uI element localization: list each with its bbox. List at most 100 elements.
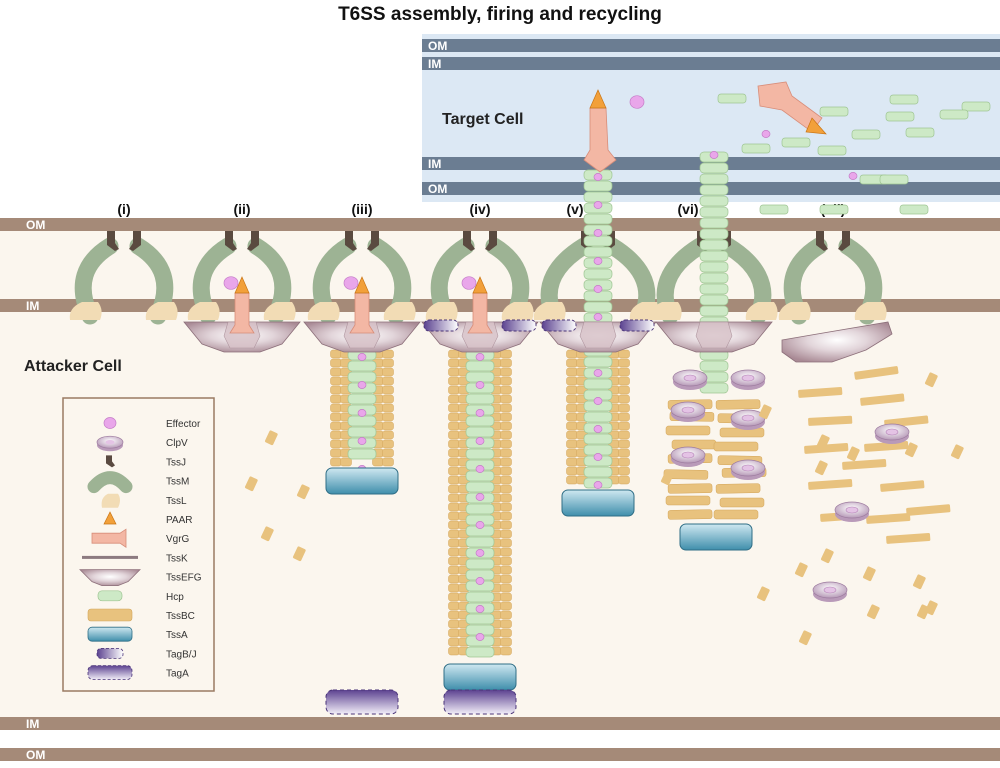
tssbc-fragment: [264, 430, 278, 446]
tagbj-icon: [501, 319, 537, 332]
tssbc-fragment: [660, 470, 674, 486]
tssbc-icon: [618, 439, 630, 449]
stage-6-disassembly: [649, 81, 991, 551]
legend-item-tssk: TssK: [82, 553, 188, 564]
tssbc-icon: [448, 583, 460, 593]
stage-label-4: (iv): [470, 201, 491, 217]
effector-icon: [357, 353, 367, 361]
tssbc-icon: [665, 425, 711, 436]
tssbc-icon: [330, 439, 342, 449]
tssl-icon: [501, 302, 534, 320]
effector-icon: [223, 276, 239, 290]
hcp-icon: [465, 393, 495, 405]
tssbc-icon: [330, 349, 342, 359]
stage-labels: (i) (ii) (iii) (iv) (v) (vi) (vii): [117, 201, 845, 217]
tssbc-icon: [665, 495, 711, 506]
tssbc-icon: [566, 457, 578, 467]
hcp-icon: [465, 536, 495, 548]
tssbc-fragment: [860, 393, 905, 406]
legend-box: [62, 397, 215, 692]
taga-icon: [87, 665, 133, 680]
hcp-icon: [781, 137, 811, 148]
tssbc-icon: [448, 547, 460, 557]
hcp-icon: [699, 184, 729, 196]
hcp-icon: [465, 503, 495, 515]
tssbc-icon: [448, 538, 460, 548]
effector-icon: [475, 409, 485, 417]
tssbc-icon: [448, 367, 460, 377]
hcp-icon: [347, 415, 377, 427]
hcp-icon: [851, 129, 881, 140]
tssj-icon: [129, 231, 141, 251]
bottom-om-label: OM: [26, 748, 45, 762]
tssbc-icon: [372, 457, 384, 467]
hcp-icon: [465, 426, 495, 438]
legend-label: TssM: [166, 477, 189, 488]
tssbc-fragment: [296, 484, 310, 500]
tssbc-icon: [500, 538, 512, 548]
effector-icon: [593, 313, 603, 321]
secretion-systems: [69, 81, 991, 715]
tssbc-icon: [713, 441, 759, 452]
hcp-icon: [905, 127, 935, 138]
tssbc-icon: [330, 403, 342, 413]
tssbc-icon: [500, 448, 512, 458]
tssbc-icon: [566, 376, 578, 386]
legend-item-tagb-j: TagB/J: [96, 648, 197, 660]
tssj-icon: [367, 231, 379, 251]
paar-icon: [589, 89, 607, 109]
hcp-icon: [759, 204, 789, 215]
legend-label: TagA: [166, 669, 189, 680]
tssbc-icon: [500, 403, 512, 413]
hcp-icon: [699, 162, 729, 174]
tssbc-icon: [382, 430, 394, 440]
hcp-icon: [583, 213, 613, 225]
effector-icon: [343, 276, 359, 290]
tssa-icon: [87, 626, 133, 642]
tssbc-icon: [448, 502, 460, 512]
effector-icon: [593, 201, 603, 209]
legend-label: TssA: [166, 630, 188, 641]
clpv-icon: [741, 464, 755, 472]
hcp-icon: [741, 143, 771, 154]
legend-label: TssK: [166, 553, 188, 564]
tssbc-icon: [448, 376, 460, 386]
tssbc-fragment: [808, 479, 853, 490]
legend-item-paar: PAAR: [103, 511, 193, 526]
hcp-icon: [583, 180, 613, 192]
legend-item-tssa: TssA: [87, 626, 188, 642]
tssbc-icon: [618, 466, 630, 476]
tssbc-fragment: [866, 604, 880, 620]
tssbc-icon: [500, 601, 512, 611]
effector-icon: [475, 437, 485, 445]
tssbc-icon: [566, 439, 578, 449]
tssbc-fragment: [820, 548, 834, 564]
tssbc-fragment: [260, 526, 274, 542]
hcp-icon: [699, 217, 729, 229]
tssbc-icon: [500, 556, 512, 566]
tssbc-icon: [382, 394, 394, 404]
tssbc-icon: [566, 421, 578, 431]
hcp-icon: [699, 173, 729, 185]
tssbc-icon: [448, 493, 460, 503]
tssbc-icon: [500, 619, 512, 629]
tssk-icon: [695, 321, 733, 349]
hcp-icon: [961, 101, 991, 112]
tssbc-fragment: [906, 504, 951, 516]
legend: EffectorClpVTssJTssMTssLPAARVgrGTssKTssE…: [62, 397, 215, 692]
effector-icon: [475, 633, 485, 641]
tssm-icon: [87, 471, 133, 494]
effector-icon: [475, 493, 485, 501]
tagbj-icon: [619, 319, 655, 332]
tssbc-icon: [500, 520, 512, 530]
tssbc-icon: [663, 469, 709, 480]
effector-icon: [475, 549, 485, 557]
tssbc-icon: [618, 349, 630, 359]
tssbc-icon: [500, 376, 512, 386]
effector-icon: [475, 605, 485, 613]
tssj-icon: [485, 231, 497, 251]
tssbc-icon: [448, 385, 460, 395]
tssbc-icon: [500, 511, 512, 521]
effector-icon: [593, 173, 603, 181]
clpv-icon: [683, 374, 697, 382]
